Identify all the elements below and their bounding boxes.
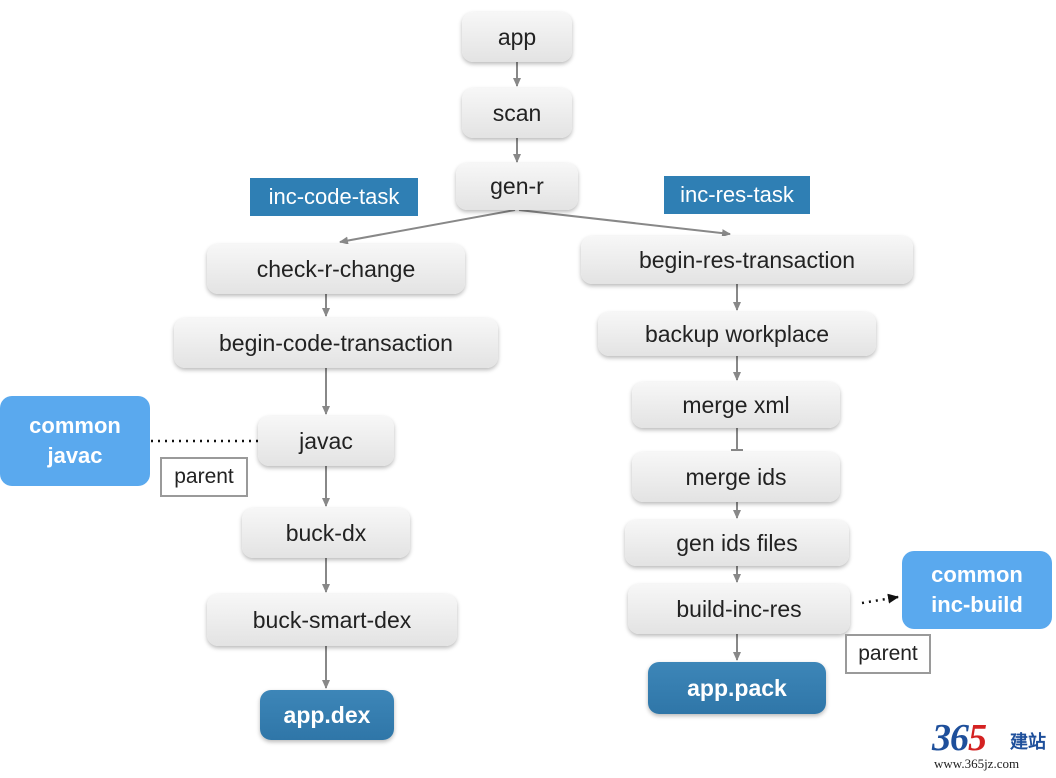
node-gen-ids-files: gen ids files — [625, 520, 849, 566]
node-buck-dx: buck-dx — [242, 508, 410, 558]
common-inc-build-line2: inc-build — [931, 592, 1023, 617]
node-check-r-change: check-r-change — [207, 244, 465, 294]
node-begin-code-transaction: begin-code-transaction — [174, 318, 498, 368]
common-inc-build-box: common inc-build — [902, 551, 1052, 629]
node-merge-ids: merge ids — [632, 452, 840, 502]
arrow-genr-beginres — [518, 209, 731, 238]
logo-digits: 365 — [932, 717, 987, 759]
arrow-genr-check — [339, 209, 516, 245]
node-app: app — [462, 12, 572, 62]
node-merge-xml: merge xml — [632, 382, 840, 428]
parent-label-inc-build: parent — [845, 634, 931, 674]
common-javac-line2: javac — [47, 443, 103, 468]
node-buck-smart-dex: buck-smart-dex — [207, 594, 457, 646]
logo-url: www.365jz.com — [934, 756, 1020, 771]
common-inc-build-line1: common — [931, 562, 1023, 587]
common-javac-line1: common — [29, 413, 121, 438]
site-logo: 365 建站 www.365jz.com — [926, 716, 1050, 774]
node-app-pack: app.pack — [648, 662, 826, 714]
node-gen-r: gen-r — [456, 163, 578, 210]
tag-inc-code-task: inc-code-task — [250, 178, 418, 216]
node-javac: javac — [258, 416, 394, 466]
node-build-inc-res: build-inc-res — [628, 584, 850, 634]
parent-label-javac: parent — [160, 457, 248, 497]
dotted-arrow-buildincres-common — [861, 593, 899, 605]
tag-inc-res-task: inc-res-task — [664, 176, 810, 214]
logo-cn-text: 建站 — [1010, 732, 1046, 752]
node-app-dex: app.dex — [260, 690, 394, 740]
node-scan: scan — [462, 88, 572, 138]
common-javac-box: common javac — [0, 396, 150, 486]
node-backup-workplace: backup workplace — [598, 312, 876, 356]
node-begin-res-transaction: begin-res-transaction — [581, 236, 913, 284]
